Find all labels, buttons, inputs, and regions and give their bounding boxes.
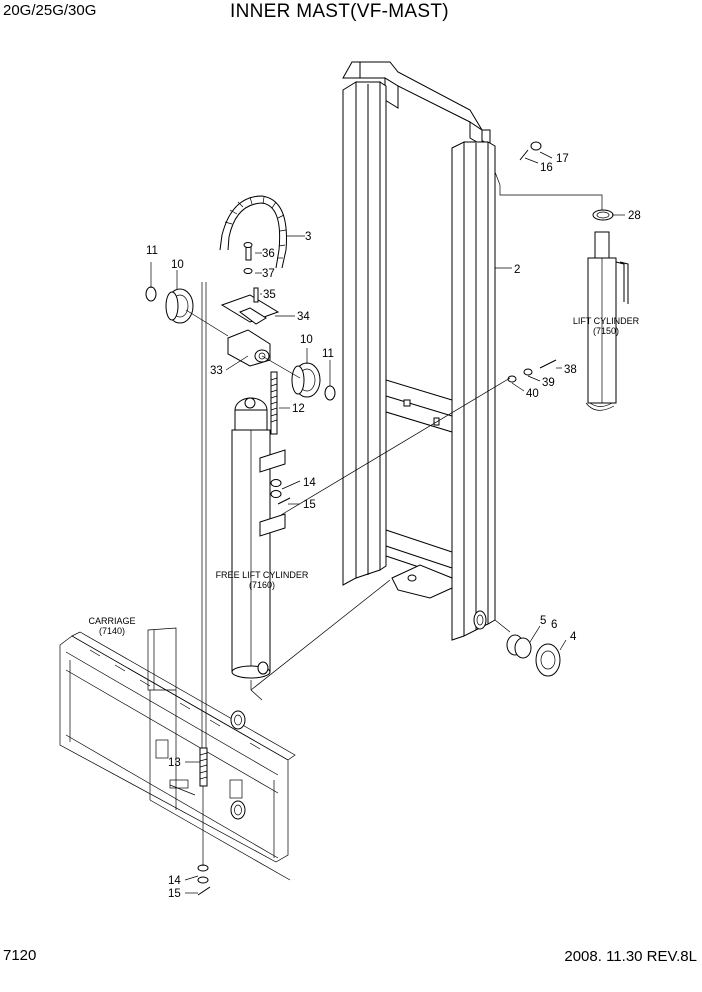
- part-label-17: 17: [556, 153, 569, 165]
- part-label-35: 35: [263, 289, 276, 301]
- part-label-6: 6: [551, 619, 557, 631]
- assembly-labels: LIFT CYLINDER (7150) FREE LIFT CYLINDER …: [88, 316, 639, 636]
- free-lift-cylinder-name: FREE LIFT CYLINDER: [216, 570, 309, 580]
- part-label-14-upper: 14: [303, 477, 316, 489]
- part-label-28: 28: [628, 210, 641, 222]
- part-label-10-left: 10: [171, 259, 184, 271]
- free-lift-cylinder-ref: (7160): [249, 580, 275, 590]
- part-label-40: 40: [526, 388, 539, 400]
- part-label-34: 34: [297, 311, 310, 323]
- carriage-name: CARRIAGE: [88, 616, 135, 626]
- part-label-3: 3: [305, 231, 311, 243]
- part-label-36: 36: [262, 248, 275, 260]
- lift-cylinder-name: LIFT CYLINDER: [573, 316, 640, 326]
- part-label-2: 2: [514, 264, 520, 276]
- part-label-38: 38: [564, 364, 577, 376]
- page-title: INNER MAST(VF-MAST): [230, 1, 449, 22]
- part-label-10-right: 10: [300, 334, 313, 346]
- sheave-bracket: [220, 242, 280, 367]
- chain-anchor: [270, 371, 278, 435]
- carriage-assembly: [59, 627, 296, 881]
- sheave-left: [145, 286, 194, 324]
- lift-cylinder-ref: (7150): [593, 326, 619, 336]
- lift-cylinder: [585, 209, 629, 411]
- part-label-12: 12: [292, 403, 305, 415]
- part-label-37: 37: [262, 268, 275, 280]
- part-label-16: 16: [540, 162, 553, 174]
- part-label-4: 4: [570, 631, 577, 643]
- free-lift-cylinder: [231, 397, 286, 679]
- lift-chain: [219, 195, 287, 269]
- hardware: [270, 141, 561, 677]
- page-number: 7120: [3, 947, 37, 964]
- part-label-15-upper: 15: [303, 499, 316, 511]
- part-label-13: 13: [168, 757, 181, 769]
- part-label-14-lower: 14: [168, 875, 181, 887]
- inner-mast-frame: [342, 61, 496, 641]
- model-code: 20G/25G/30G: [3, 2, 97, 19]
- part-label-15-lower: 15: [168, 888, 181, 900]
- leader-lines: [150, 151, 625, 894]
- chain-anchor-lower: [197, 747, 211, 896]
- part-label-5: 5: [540, 615, 546, 627]
- carriage-ref: (7140): [99, 626, 125, 636]
- part-labels: 2 3 4 5 6 10 10 11 11 12 13 14 14 15 15 …: [146, 153, 641, 900]
- revision-date: 2008. 11.30 REV.8L: [564, 948, 697, 965]
- part-label-33: 33: [210, 365, 223, 377]
- part-label-11-right: 11: [322, 348, 334, 360]
- part-label-39: 39: [542, 377, 555, 389]
- part-label-11-left: 11: [146, 245, 158, 257]
- sheave-right: [291, 362, 336, 401]
